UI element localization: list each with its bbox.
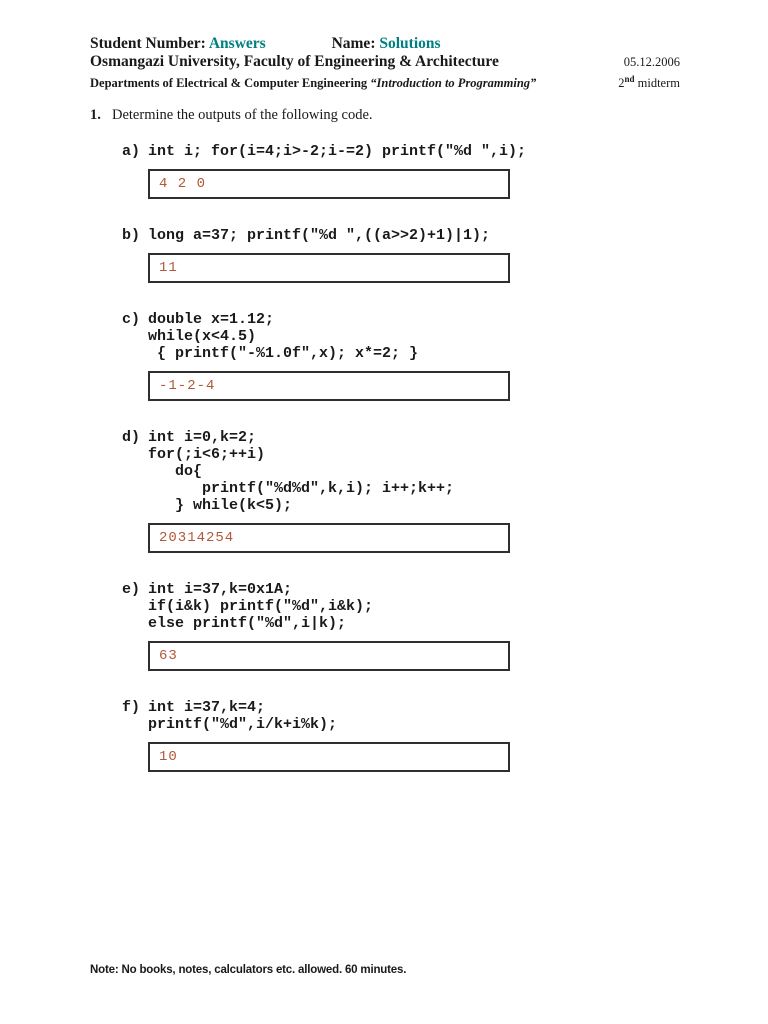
student-number-value: Answers — [208, 35, 266, 52]
department-title: Departments of Electrical & Computer Eng… — [90, 75, 536, 91]
part-code-row: d) int i=0,k=2;for(;i<6;++i) do{ printf(… — [122, 429, 680, 514]
footer-note: Note: No books, notes, calculators etc. … — [90, 962, 407, 976]
exam-ordinal-sup: nd — [624, 74, 635, 84]
code-line: int i=37,k=4; — [148, 699, 266, 717]
part-label: a) — [122, 143, 141, 161]
course-title: “Introduction to Programming” — [370, 76, 537, 91]
answer-box: 10 — [148, 742, 510, 773]
answer-box: -1-2-4 — [148, 371, 510, 402]
answer-box: 11 — [148, 253, 510, 284]
part-code-row: e) int i=37,k=0x1A;if(i&k) printf("%d",i… — [122, 581, 680, 632]
code-line: { printf("-%1.0f",x); x*=2; } — [148, 345, 419, 363]
code-line: while(x<4.5) — [148, 328, 257, 346]
code-block: long a=37; printf("%d ",((a>>2)+1)|1); — [148, 227, 490, 244]
question-text: Determine the outputs of the following c… — [112, 107, 373, 124]
question-part: c) double x=1.12;while(x<4.5) { printf("… — [122, 311, 680, 402]
header-line-department: Departments of Electrical & Computer Eng… — [90, 71, 680, 91]
code-line: else printf("%d",i|k); — [148, 615, 347, 633]
exam-number: 2 — [618, 76, 625, 91]
part-label: b) — [122, 227, 141, 245]
answer-box: 63 — [148, 641, 510, 672]
question-parts: a) int i; for(i=4;i>-2;i-=2) printf("%d … — [122, 143, 680, 773]
code-line: printf("%d",i/k+i%k); — [148, 716, 338, 734]
question-part: b) long a=37; printf("%d ",((a>>2)+1)|1)… — [122, 227, 680, 284]
university-title: Osmangazi University, Faculty of Enginee… — [90, 53, 499, 70]
question-1: 1. Determine the outputs of the following… — [90, 106, 680, 124]
header-line-university: Osmangazi University, Faculty of Enginee… — [90, 53, 680, 71]
answer-text: -1-2-4 — [159, 378, 216, 395]
question-part: a) int i; for(i=4;i>-2;i-=2) printf("%d … — [122, 143, 680, 200]
answer-text: 4 2 0 — [159, 176, 207, 193]
code-line: int i=0,k=2; — [148, 429, 257, 447]
exam-ordinal-label: 2nd midterm — [618, 71, 680, 91]
code-block: int i; for(i=4;i>-2;i-=2) printf("%d ",i… — [148, 143, 526, 160]
question-part: e) int i=37,k=0x1A;if(i&k) printf("%d",i… — [122, 581, 680, 672]
code-line: int i=37,k=0x1A; — [148, 581, 293, 599]
code-line: for(;i<6;++i) — [148, 446, 266, 464]
code-block: int i=37,k=0x1A;if(i&k) printf("%d",i&k)… — [148, 581, 373, 632]
department-text: Departments of Electrical & Computer Eng… — [90, 76, 368, 91]
answer-text: 10 — [159, 749, 178, 766]
part-label: f) — [122, 699, 141, 717]
code-block: int i=37,k=4;printf("%d",i/k+i%k); — [148, 699, 337, 733]
question-part: f) int i=37,k=4;printf("%d",i/k+i%k); 10 — [122, 699, 680, 773]
code-line: int i; for(i=4;i>-2;i-=2) printf("%d ",i… — [148, 143, 527, 161]
part-code-row: a) int i; for(i=4;i>-2;i-=2) printf("%d … — [122, 143, 680, 160]
header-line-identity: Student Number: Answers Name: Solutions — [90, 34, 680, 53]
question-part: d) int i=0,k=2;for(;i<6;++i) do{ printf(… — [122, 429, 680, 554]
code-line: } while(k<5); — [148, 497, 293, 515]
code-line: long a=37; printf("%d ",((a>>2)+1)|1); — [148, 227, 491, 245]
answer-text: 11 — [159, 260, 178, 277]
part-code-row: c) double x=1.12;while(x<4.5) { printf("… — [122, 311, 680, 362]
name-value: Solutions — [379, 35, 441, 52]
name-label: Name: — [331, 35, 376, 52]
exam-suffix: midterm — [634, 76, 680, 91]
part-label: c) — [122, 311, 141, 329]
answer-text: 20314254 — [159, 530, 235, 547]
code-block: int i=0,k=2;for(;i<6;++i) do{ printf("%d… — [148, 429, 454, 514]
student-number-label: Student Number: — [90, 35, 206, 52]
part-label: e) — [122, 581, 141, 599]
question-number: 1. — [90, 107, 101, 124]
code-line: printf("%d%d",k,i); i++;k++; — [148, 480, 455, 498]
part-code-row: f) int i=37,k=4;printf("%d",i/k+i%k); — [122, 699, 680, 733]
answer-box: 4 2 0 — [148, 169, 510, 200]
code-line: if(i&k) printf("%d",i&k); — [148, 598, 374, 616]
exam-date: 05.12.2006 — [623, 55, 680, 69]
part-label: d) — [122, 429, 141, 447]
code-block: double x=1.12;while(x<4.5) { printf("-%1… — [148, 311, 418, 362]
part-code-row: b) long a=37; printf("%d ",((a>>2)+1)|1)… — [122, 227, 680, 244]
code-line: double x=1.12; — [148, 311, 275, 329]
code-line: do{ — [148, 463, 203, 481]
answer-text: 63 — [159, 648, 178, 665]
answer-box: 20314254 — [148, 523, 510, 554]
